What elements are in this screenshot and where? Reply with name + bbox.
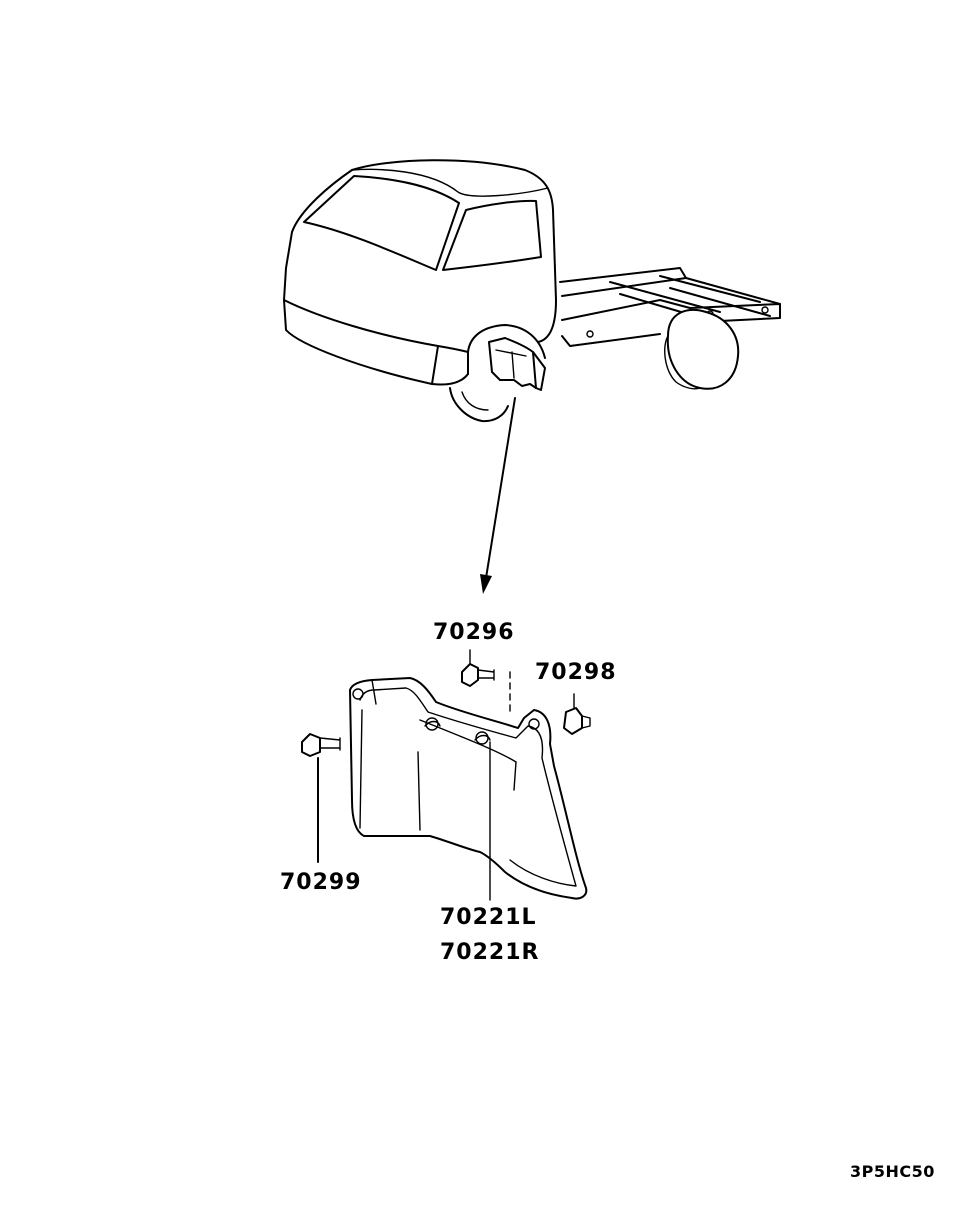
part-label-70221r: 70221R bbox=[440, 940, 540, 965]
mud-guard-exploded bbox=[349, 677, 588, 900]
bolt-70299 bbox=[301, 733, 341, 863]
leader-lines bbox=[489, 671, 511, 901]
part-label-70298: 70298 bbox=[535, 660, 617, 685]
truck-illustration bbox=[283, 159, 781, 423]
nut-70298 bbox=[563, 693, 591, 735]
leader-arrow bbox=[480, 397, 516, 594]
part-label-70296: 70296 bbox=[433, 620, 515, 645]
part-label-70221l: 70221L bbox=[440, 905, 537, 930]
bolt-70296 bbox=[461, 649, 495, 687]
part-label-70299: 70299 bbox=[280, 870, 362, 895]
diagram-code: 3P5HC50 bbox=[850, 1162, 935, 1181]
